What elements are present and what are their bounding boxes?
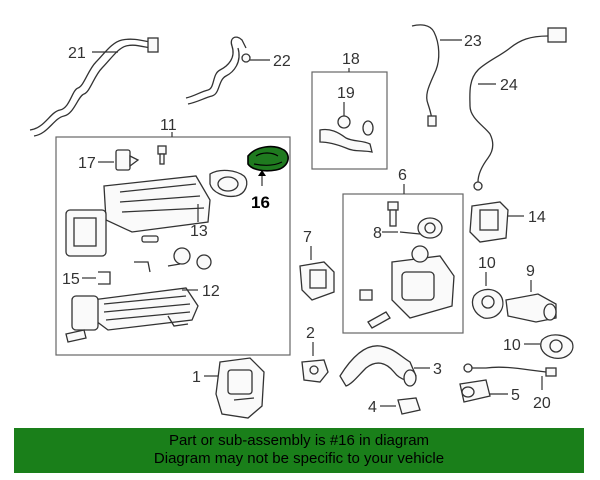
part-15-clip[interactable] (98, 271, 111, 285)
part-24-sensor-wire[interactable] (469, 27, 567, 191)
callout-3[interactable]: 3 (433, 361, 442, 378)
callout-6[interactable]: 6 (398, 167, 407, 184)
exploded-parts-diagram: 21 22 23 24 18 19 11 17 (29, 24, 574, 419)
callout-10-upper[interactable]: 10 (478, 255, 496, 272)
bolt-group-6[interactable] (387, 201, 399, 227)
part-2-gasket[interactable] (301, 359, 329, 383)
callout-15[interactable]: 15 (62, 271, 80, 288)
callout-5[interactable]: 5 (511, 387, 520, 404)
leader-16-arrowhead (258, 170, 266, 176)
callout-13[interactable]: 13 (190, 223, 208, 240)
callout-9[interactable]: 9 (526, 263, 535, 280)
notice-line-1: Part or sub-assembly is #16 in diagram (168, 432, 430, 449)
callout-19[interactable]: 19 (337, 85, 355, 102)
callout-24[interactable]: 24 (500, 77, 518, 94)
part-21-hose[interactable] (29, 37, 159, 137)
part-8-solenoid[interactable] (399, 217, 443, 239)
part-10-gasket-upper[interactable] (471, 288, 504, 319)
callout-18[interactable]: 18 (342, 51, 360, 68)
callout-22[interactable]: 22 (273, 53, 291, 70)
callout-10-lower[interactable]: 10 (503, 337, 521, 354)
callout-7[interactable]: 7 (303, 229, 312, 246)
callout-11[interactable]: 11 (160, 117, 177, 134)
callout-20[interactable]: 20 (533, 395, 551, 412)
callout-23[interactable]: 23 (464, 33, 482, 50)
part-7-bracket[interactable] (299, 261, 335, 301)
part-16-gasket-highlighted[interactable] (247, 145, 289, 172)
notice-banner: Part or sub-assembly is #16 in diagram D… (14, 428, 584, 473)
part-10-gasket-lower[interactable] (540, 334, 574, 359)
callout-21[interactable]: 21 (68, 45, 86, 62)
notice-line-2: Diagram may not be specific to your vehi… (153, 450, 445, 467)
bolt-small-11[interactable] (157, 145, 167, 165)
part-14-bracket[interactable] (469, 201, 509, 243)
callout-8[interactable]: 8 (373, 225, 382, 242)
part-9-pipe[interactable] (505, 293, 557, 323)
part-4-gasket[interactable] (397, 397, 421, 415)
callout-1[interactable]: 1 (192, 369, 201, 386)
part-23-sensor-wire[interactable] (411, 24, 440, 127)
part-22-hose[interactable] (185, 36, 251, 105)
assembly-11-frame (55, 136, 291, 356)
part-17-sensor[interactable] (115, 149, 140, 171)
callout-2[interactable]: 2 (306, 325, 315, 342)
part-12-egr-cooler[interactable] (65, 287, 199, 343)
part-5-sensor[interactable] (459, 379, 491, 403)
small-gaskets-11[interactable] (134, 235, 212, 273)
part-20-sensor[interactable] (463, 363, 557, 377)
callout-14[interactable]: 14 (528, 209, 546, 226)
callout-17[interactable]: 17 (78, 155, 96, 172)
callout-16[interactable]: 16 (251, 193, 270, 212)
gasket-11[interactable] (209, 169, 248, 198)
part-6-egr-valve[interactable] (359, 245, 455, 329)
part-3-tube[interactable] (339, 345, 417, 387)
part-1-egr-valve[interactable] (215, 357, 265, 419)
assembly-6-frame (342, 193, 464, 334)
part-19-fitting[interactable] (319, 115, 374, 153)
callout-12[interactable]: 12 (202, 283, 220, 300)
part-13-egr-cooler[interactable] (65, 175, 211, 257)
callout-4[interactable]: 4 (368, 399, 377, 416)
